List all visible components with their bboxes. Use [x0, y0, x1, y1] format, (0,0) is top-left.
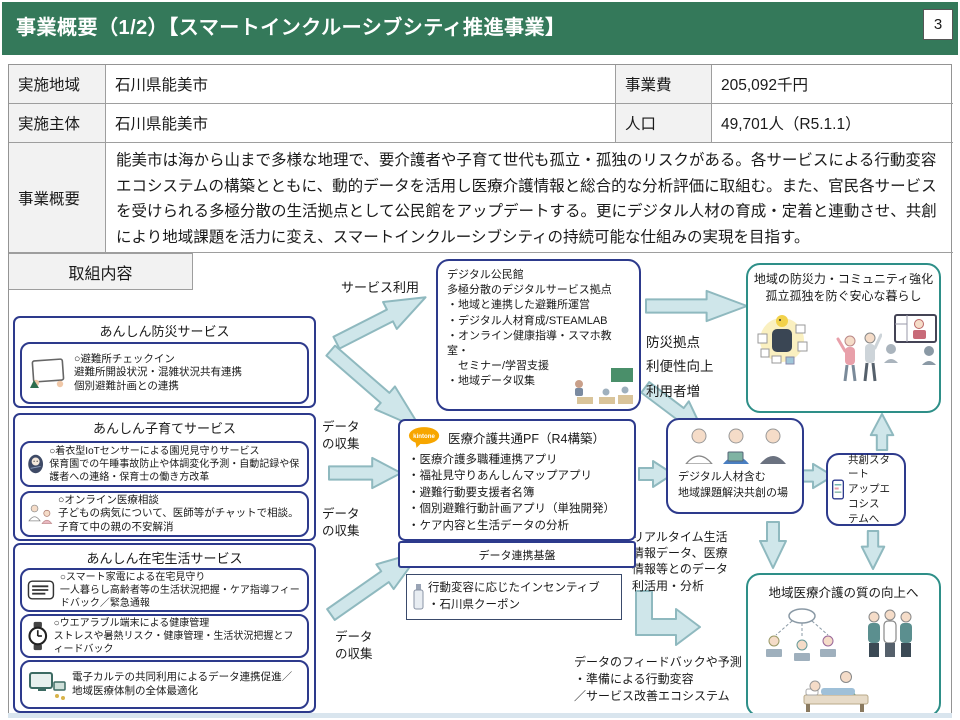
digital-kominkan-box: デジタル公民館 多極分散のデジタルサービス拠点 ・地域と連携した避難所運営 ・デ… [436, 259, 641, 411]
region-label-cell: 実施地域 [9, 65, 106, 104]
baby-sensor-icon [28, 454, 44, 474]
medical-platform-box: kintone 医療介護共通PF（R4構築） ・医療介護多職種連携アプリ ・福祉… [398, 419, 636, 541]
info-table: 実施地域 石川県能美市 事業費 205,092千円 実施主体 石川県能美市 人口… [8, 64, 953, 719]
feedback-label: データのフィードバックや予測 ・準備による行動変容 ／サービス改善エコシステム [574, 655, 742, 703]
cocreation-people-icons [685, 428, 786, 464]
population-label-cell: 人口 [616, 104, 712, 143]
data-collect-label-3: データ の収集 [335, 630, 373, 661]
zaitaku-item-kaden: ○スマート家電による在宅見守り 一人暮らし高齢者等の生活状況把握・ケア指導フィー… [20, 568, 309, 612]
service-use-arrow [329, 282, 434, 358]
kosodate-title: あんしん子育てサービス [92, 421, 236, 436]
outcome-community-box: 地域の防災力・コミュニティ強化 孤立孤独を防ぐ安心な暮らし [746, 263, 941, 413]
initiatives-diagram: サービス利用 データ の収集 データ の収集 データ の収集 防災拠点 利便性向… [9, 253, 953, 719]
online-consult-icon [28, 504, 53, 524]
bottle-icon [413, 584, 424, 610]
caregiver-illustration [803, 671, 869, 712]
tablet-checkin-icon [30, 358, 65, 388]
zaitaku-item-karte: 電子カルテの共同利用によるデータ連携促進／ 地域医療体制の全体最適化 [20, 660, 309, 709]
population-value-cell: 49,701人（R5.1.1） [712, 104, 953, 143]
page-title: 事業概要（1/2）【スマートインクルーシブシティ推進事業】 [16, 17, 566, 39]
platform-to-cocreation-arrow [639, 459, 673, 489]
wearable-watch-icon [28, 621, 48, 651]
page-number: 3 [923, 9, 953, 40]
bosai-kyoten-label: 防災拠点 利便性向上 利用者増 [646, 335, 714, 399]
overview-label-cell: 事業概要 [9, 143, 106, 253]
ehr-system-icon [29, 671, 66, 700]
kominkan-to-platform-arrow [320, 338, 433, 442]
zaitaku-title: あんしん在宅生活サービス [86, 551, 243, 566]
kosodate-item-iot: ○着衣型IoTセンサーによる園児見守りサービス 保育園での午睡事故防止や体調変化… [20, 441, 309, 487]
data-collect-arrow-1 [329, 456, 401, 490]
platform-title: 医療介護共通PF（R4構築） [448, 432, 605, 446]
smart-appliance-icon [27, 580, 55, 600]
smartphone-icon [832, 479, 845, 500]
overview-text: 能美市は海から山まで多様な地理で、要介護者や子育て世代も孤立・孤独のリスクがある… [106, 143, 953, 253]
cocreation-down-arrow [758, 522, 788, 568]
feedback-bent-arrow [634, 589, 702, 647]
classroom-illustration [575, 368, 633, 404]
cloud-network-illustration [766, 608, 836, 661]
svg-text:kintone: kintone [413, 433, 435, 440]
kintone-logo: kintone [408, 427, 440, 448]
realtime-data-label: リアルタイム生活 情報データ、医療 情報等とのデータ 利活用・分析 [632, 530, 728, 593]
startup-down-arrow [860, 531, 886, 569]
slide-header: 事業概要（1/2）【スマートインクルーシブシティ推進事業】 [2, 2, 958, 55]
startup-ecosystem-box: 共創スタート アップエコシス テムへ [826, 453, 906, 526]
emergency-kit-illustration [757, 315, 808, 365]
initiatives-label: 取組内容 [9, 253, 193, 290]
medical-staff-illustration [868, 609, 912, 657]
entity-value-cell: 石川県能美市 [106, 104, 616, 143]
kominkan-to-community-arrow [646, 289, 747, 323]
cost-label-cell: 事業費 [616, 65, 712, 104]
platform-items: ・医療介護多職種連携アプリ ・福祉見守りあんしんマップアプリ ・避難行動要支援者… [408, 454, 615, 532]
bosai-title: あんしん防災サービス [99, 324, 230, 339]
incentive-box: 行動変容に応じたインセンティブ ・石川県クーポン [406, 574, 622, 620]
cost-value-cell: 205,092千円 [712, 65, 953, 104]
service-box-kosodate: あんしん子育てサービス ○着衣型IoTセンサーによる園児見守りサービス 保育園で… [13, 413, 316, 541]
service-use-label: サービス利用 [341, 280, 420, 295]
kosodate-item-consult: ○オンライン医療相談 子どもの病気について、医師等がチャットで相談。子育て中の親… [20, 491, 309, 537]
outcome-medical-box: 地域医療介護の質の向上へ [746, 573, 941, 717]
region-value-cell: 石川県能美市 [106, 65, 616, 104]
bosai-item-checkin: ○避難所チェックイン 避難所開設状況・混雑状況共有連携 個別避難計画との連携 [20, 342, 309, 404]
data-collect-label-2: データ の収集 [322, 507, 360, 538]
data-collect-label-1: データ の収集 [322, 420, 360, 451]
service-box-zaitaku: あんしん在宅生活サービス ○スマート家電による在宅見守り 一人暮らし高齢者等の生… [13, 543, 316, 713]
cocreation-field-box: デジタル人材含む 地域課題解決共創の場 [666, 418, 804, 514]
exercise-people-illustration [836, 332, 882, 382]
bottom-edge-strip [8, 713, 952, 718]
online-meeting-illustration [884, 314, 937, 365]
zaitaku-item-wearable: ○ウエアラブル端末による健康管理 ストレスや暑熱リスク・健康管理・生活状況把握と… [20, 614, 309, 658]
service-box-bosai: あんしん防災サービス ○避難所チェックイン 避難所開設状況・混雑状況共有連携 個… [13, 316, 316, 408]
data-collect-arrow-2 [321, 538, 431, 629]
data-platform-bar: データ連携基盤 [398, 541, 636, 568]
startup-up-arrow [869, 414, 895, 450]
entity-label-cell: 実施主体 [9, 104, 106, 143]
